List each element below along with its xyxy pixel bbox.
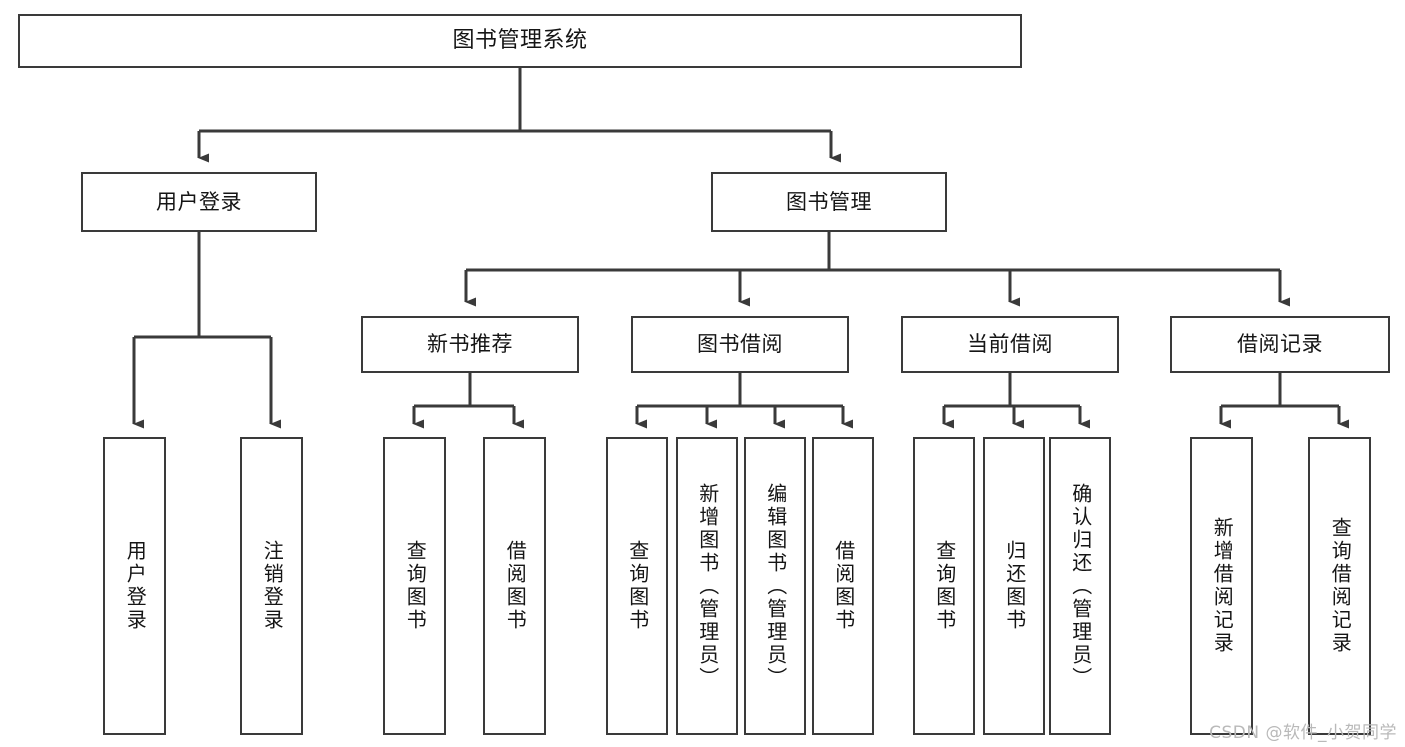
node-leaf-borrow-edit[interactable]: 编辑图书（管理员） xyxy=(744,437,806,735)
node-leaf-borrow-add[interactable]: 新增图书（管理员） xyxy=(676,437,738,735)
watermark: CSDN @软件_小贺同学 xyxy=(1209,723,1397,743)
node-leaf-borrow-lend-label: 借阅图书 xyxy=(831,540,856,632)
node-leaf-current-confirm-return-label: 确认归还（管理员） xyxy=(1068,482,1093,690)
node-leaf-borrow-add-label: 新增图书（管理员） xyxy=(695,482,720,690)
node-leaf-borrow-edit-label: 编辑图书（管理员） xyxy=(763,482,788,690)
node-leaf-logout-label: 注销登录 xyxy=(260,540,285,632)
node-borrow-records[interactable]: 借阅记录 xyxy=(1170,316,1390,373)
node-leaf-newbooks-borrow[interactable]: 借阅图书 xyxy=(483,437,546,735)
node-leaf-newbooks-borrow-label: 借阅图书 xyxy=(503,540,528,632)
node-leaf-borrow-query-label: 查询图书 xyxy=(625,540,650,632)
node-book-management[interactable]: 图书管理 xyxy=(711,172,947,232)
node-leaf-current-confirm-return[interactable]: 确认归还（管理员） xyxy=(1049,437,1111,735)
node-leaf-current-return-label: 归还图书 xyxy=(1002,540,1027,632)
node-user-login-label: 用户登录 xyxy=(156,189,242,214)
node-leaf-records-query-label: 查询借阅记录 xyxy=(1328,517,1353,655)
node-book-borrow-label: 图书借阅 xyxy=(697,332,783,357)
node-leaf-user-login-label: 用户登录 xyxy=(123,540,148,632)
node-new-book-recommend-label: 新书推荐 xyxy=(427,332,513,357)
node-borrow-records-label: 借阅记录 xyxy=(1237,332,1323,357)
node-leaf-records-query[interactable]: 查询借阅记录 xyxy=(1308,437,1371,735)
node-book-management-label: 图书管理 xyxy=(786,189,872,214)
node-leaf-logout[interactable]: 注销登录 xyxy=(240,437,303,735)
node-root-label: 图书管理系统 xyxy=(452,28,588,54)
node-root[interactable]: 图书管理系统 xyxy=(18,14,1022,68)
node-leaf-newbooks-query[interactable]: 查询图书 xyxy=(383,437,446,735)
node-leaf-borrow-query[interactable]: 查询图书 xyxy=(606,437,668,735)
node-leaf-current-query-label: 查询图书 xyxy=(932,540,957,632)
node-book-borrow[interactable]: 图书借阅 xyxy=(631,316,849,373)
node-current-borrow-label: 当前借阅 xyxy=(967,332,1053,357)
node-leaf-borrow-lend[interactable]: 借阅图书 xyxy=(812,437,874,735)
node-leaf-current-query[interactable]: 查询图书 xyxy=(913,437,975,735)
node-leaf-records-add[interactable]: 新增借阅记录 xyxy=(1190,437,1253,735)
node-current-borrow[interactable]: 当前借阅 xyxy=(901,316,1119,373)
node-user-login[interactable]: 用户登录 xyxy=(81,172,317,232)
node-leaf-current-return[interactable]: 归还图书 xyxy=(983,437,1045,735)
node-leaf-newbooks-query-label: 查询图书 xyxy=(403,540,428,632)
node-new-book-recommend[interactable]: 新书推荐 xyxy=(361,316,579,373)
node-leaf-user-login[interactable]: 用户登录 xyxy=(103,437,166,735)
node-leaf-records-add-label: 新增借阅记录 xyxy=(1210,517,1235,655)
